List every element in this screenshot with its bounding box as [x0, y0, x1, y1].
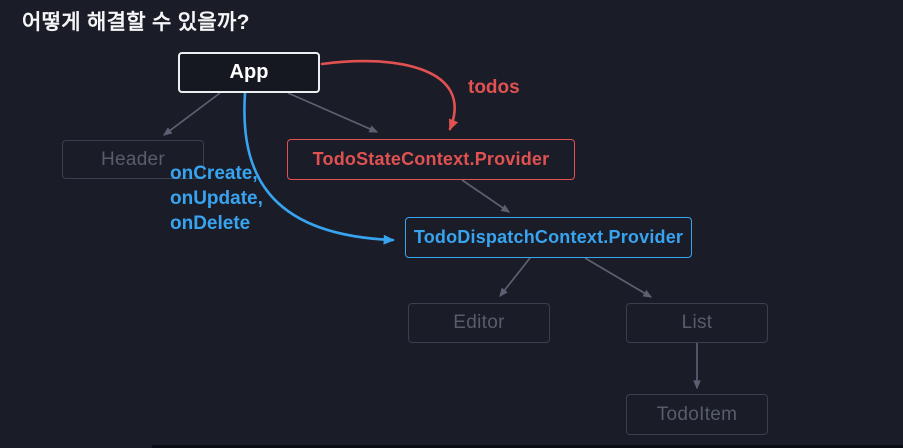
node-list-label: List — [681, 312, 713, 333]
node-app-label: App — [229, 61, 269, 83]
edge-state-to-dispatch — [461, 179, 511, 213]
node-header: Header — [62, 140, 204, 179]
edge-label-dispatch-props: onCreate, onUpdate, onDelete — [170, 161, 263, 236]
node-editor: Editor — [408, 303, 550, 343]
node-app: App — [178, 52, 320, 93]
node-header-label: Header — [100, 148, 166, 170]
page-title: 어떻게 해결할 수 있을까? — [22, 11, 250, 34]
edge-app-to-state-provider — [287, 92, 379, 133]
node-dispatch-provider-label: TodoDispatchContext.Provider — [413, 227, 684, 247]
edge-label-todos: todos — [468, 77, 520, 98]
edge-label-oncreate: onCreate, — [170, 163, 258, 184]
edge-label-ondelete: onDelete — [170, 213, 251, 234]
bottom-letterbox-strip — [152, 445, 903, 448]
edge-app-to-header — [162, 92, 221, 136]
node-editor-label: Editor — [453, 312, 505, 333]
node-todo-dispatch-context-provider: TodoDispatchContext.Provider — [405, 217, 692, 258]
edge-label-onupdate: onUpdate, — [170, 188, 263, 209]
edge-todos-red-curve — [320, 59, 459, 131]
edge-dispatch-to-editor — [499, 257, 531, 298]
node-todoitem-label: TodoItem — [656, 403, 738, 425]
node-state-provider-label: TodoStateContext.Provider — [312, 149, 550, 169]
edge-dispatch-to-list — [584, 257, 653, 298]
node-todoitem: TodoItem — [626, 394, 768, 435]
node-list: List — [626, 303, 768, 343]
node-todo-state-context-provider: TodoStateContext.Provider — [287, 139, 575, 180]
